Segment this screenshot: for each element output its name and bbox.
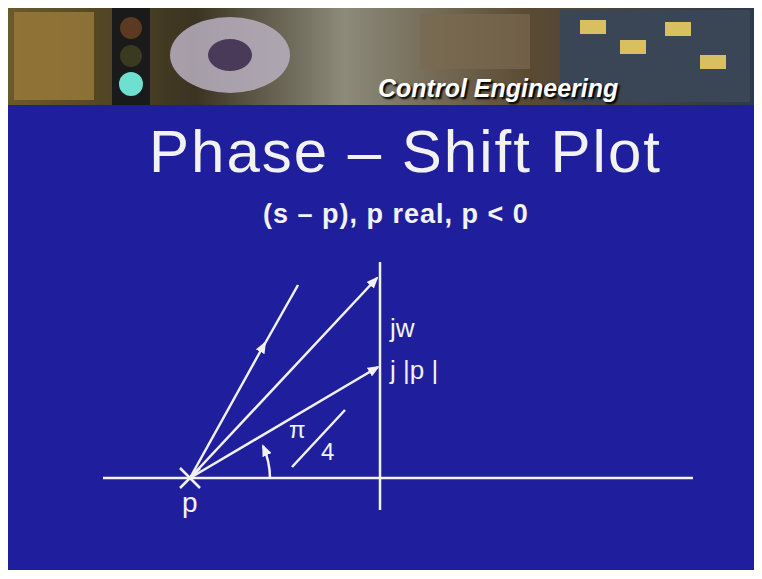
traffic-light [112, 8, 150, 105]
angle-arc [263, 446, 270, 478]
photo-tile [14, 12, 94, 100]
chip [580, 20, 606, 34]
lens-photo [170, 17, 290, 93]
chip [700, 55, 726, 69]
axis-label: jw [390, 315, 415, 341]
lamp [119, 72, 143, 96]
axis-label: j |p | [390, 357, 438, 383]
chip [665, 22, 691, 36]
slide-subtitle: (s – p), p real, p < 0 [263, 201, 529, 228]
angle-numerator: π [289, 418, 306, 442]
chip [620, 40, 646, 54]
photo-banner [8, 8, 754, 105]
lamp [120, 17, 142, 39]
photo-tile [420, 14, 530, 69]
lens-photo [208, 39, 252, 71]
pole-label: p [182, 489, 198, 517]
vector-line [263, 285, 298, 347]
imaginary-axis [379, 262, 382, 510]
slide-title: Phase – Shift Plot [149, 122, 662, 182]
banner-logo: Control Engineering [378, 76, 618, 101]
lamp [120, 45, 142, 67]
vector-arrow [190, 278, 377, 478]
angle-denominator: 4 [321, 440, 334, 464]
vector-arrow [190, 367, 378, 478]
slide-ground [8, 104, 754, 570]
